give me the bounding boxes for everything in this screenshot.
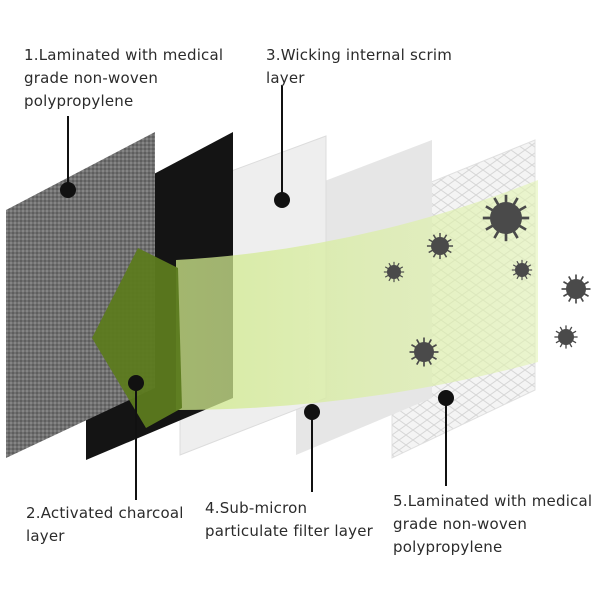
virus-icon: [426, 232, 454, 260]
label-line: particulate filter layer: [205, 522, 374, 540]
virus-icon: [554, 325, 578, 349]
label-charcoal-layer: 2.Activated charcoal layer: [26, 502, 184, 548]
label-line: 3.Wicking internal scrim: [266, 46, 453, 64]
callout-lines: [67, 86, 447, 500]
marker-dot-1: [60, 182, 76, 198]
label-line: grade non-woven: [24, 69, 159, 87]
virus-icon: [383, 261, 405, 283]
label-filter-layer: 4.Sub-micron particulate filter layer: [205, 497, 373, 543]
label-line: layer: [266, 69, 305, 87]
airflow-arrow: [176, 180, 538, 410]
label-line: 2.Activated charcoal: [26, 504, 184, 522]
label-scrim-layer: 3.Wicking internal scrim layer: [266, 44, 452, 90]
label-line: layer: [26, 527, 65, 545]
marker-dot-3: [274, 192, 290, 208]
label-line: polypropylene: [24, 92, 134, 110]
label-line: grade non-woven: [393, 515, 528, 533]
virus-group: [383, 194, 591, 367]
label-line: 4.Sub-micron: [205, 499, 308, 517]
charcoal-arrow: [92, 248, 182, 428]
label-line: 5.Laminated with medical: [393, 492, 593, 510]
virus-icon: [482, 194, 530, 242]
label-line: 1.Laminated with medical: [24, 46, 224, 64]
marker-dot-4: [304, 404, 320, 420]
label-line: polypropylene: [393, 538, 503, 556]
virus-icon: [511, 259, 533, 281]
marker-dot-5: [438, 390, 454, 406]
virus-icon: [409, 337, 439, 367]
label-outer-layer: 1.Laminated with medical grade non-woven…: [24, 44, 223, 113]
label-inner-layer: 5.Laminated with medical grade non-woven…: [393, 490, 592, 559]
virus-icon: [561, 274, 591, 304]
marker-dot-2: [128, 375, 144, 391]
